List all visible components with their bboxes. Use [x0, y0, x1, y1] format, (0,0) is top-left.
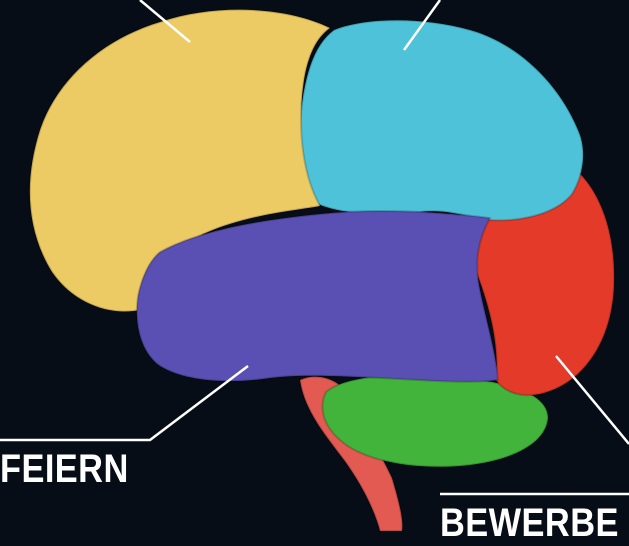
label-feiern: FEIERN	[0, 446, 129, 492]
parietal-lobe-region	[299, 20, 583, 220]
leader-line-occipital	[556, 356, 629, 444]
label-bewerben: BEWERBE	[440, 500, 619, 546]
